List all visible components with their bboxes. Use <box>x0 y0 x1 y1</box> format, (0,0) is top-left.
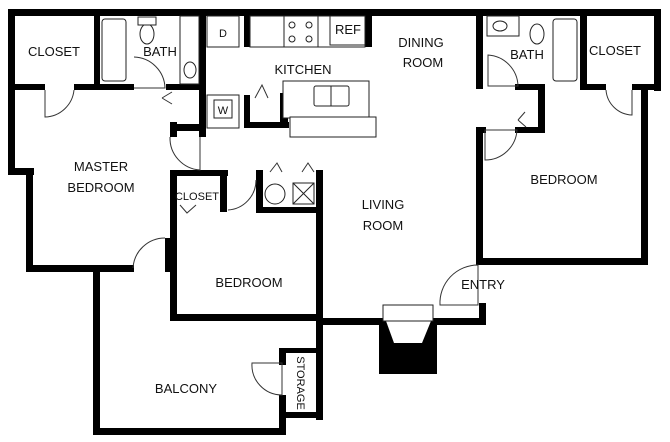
range-icon <box>283 15 319 48</box>
label-master-2: BEDROOM <box>67 180 134 195</box>
label-storage: STORAGE <box>294 356 306 410</box>
label-kitchen: KITCHEN <box>274 62 331 77</box>
label-closet-middle: CLOSET <box>175 191 219 203</box>
toilet-icon-right <box>529 23 545 45</box>
label-living-1: LIVING <box>362 197 405 212</box>
water-heater-icon <box>264 183 286 205</box>
label-closet-left: CLOSET <box>28 44 80 59</box>
sink-icon-right <box>492 20 508 32</box>
label-washer: W <box>218 105 229 117</box>
label-bedroom-right: BEDROOM <box>530 172 597 187</box>
toilet-icon <box>139 23 155 45</box>
label-living-2: ROOM <box>363 218 403 233</box>
doors <box>44 54 633 396</box>
label-master-1: MASTER <box>74 159 128 174</box>
room-labels: CLOSET BATH D W REF KITCHEN DINING ROOM … <box>28 22 641 410</box>
label-closet-right: CLOSET <box>589 43 641 58</box>
label-bath-left: BATH <box>143 44 177 59</box>
fixtures <box>101 15 578 205</box>
refrigerator-icon <box>329 15 366 46</box>
label-dryer: D <box>219 28 227 40</box>
bathtub-icon-right <box>552 18 578 82</box>
label-dining-1: DINING <box>398 35 444 50</box>
label-balcony: BALCONY <box>155 381 217 396</box>
label-ref: REF <box>335 22 361 37</box>
label-dining-2: ROOM <box>403 55 443 70</box>
bathtub-icon <box>101 18 127 82</box>
label-entry: ENTRY <box>461 277 505 292</box>
label-bedroom-middle: BEDROOM <box>215 275 282 290</box>
dryer-icon <box>206 15 240 48</box>
label-bath-right: BATH <box>510 47 544 62</box>
